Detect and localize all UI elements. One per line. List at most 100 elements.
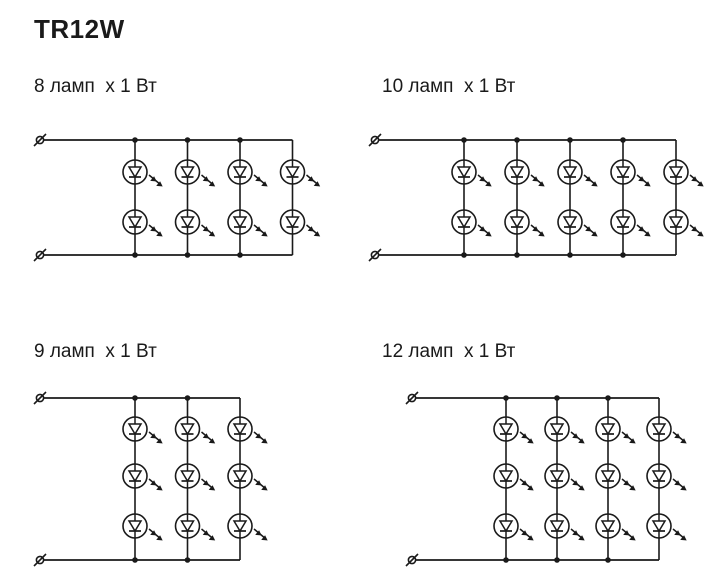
led-icon [493, 513, 519, 539]
junction-dot [503, 395, 509, 401]
led-icon [504, 159, 530, 185]
junction-dot [132, 252, 138, 258]
light-emission-icon [583, 174, 598, 187]
led-icon [544, 463, 570, 489]
led-icon [557, 159, 583, 185]
light-emission-icon [519, 431, 534, 444]
light-emission-icon [477, 174, 492, 187]
led-icon [451, 159, 477, 185]
led-icon [663, 209, 689, 235]
terminal-slash [405, 553, 419, 567]
led-icon [174, 209, 201, 235]
light-emission-icon [148, 431, 163, 444]
light-emission-icon [148, 224, 163, 237]
led-icon [595, 463, 621, 489]
light-emission-icon [530, 174, 545, 187]
page-title: TR12W [34, 14, 125, 44]
led-icon [544, 513, 570, 539]
led-icon [493, 463, 519, 489]
junction-dot [620, 252, 626, 258]
junction-dot [184, 137, 191, 143]
circuit-diagram-1 [33, 133, 321, 262]
junction-dot [132, 137, 138, 143]
light-emission-icon [621, 431, 636, 444]
terminal-slash [33, 391, 47, 405]
junction-dot [567, 252, 573, 258]
diagram-label-9-lamps: 9 ламп x 1 Вт [34, 341, 157, 362]
light-emission-icon [583, 224, 598, 237]
led-icon [122, 463, 148, 489]
led-icon [174, 463, 201, 489]
light-emission-icon [636, 174, 651, 187]
led-icon [595, 513, 621, 539]
junction-dot [514, 137, 520, 143]
junction-dot [132, 557, 138, 563]
led-icon [227, 209, 253, 235]
junction-dot [237, 137, 243, 143]
light-emission-icon [253, 174, 268, 187]
junction-dot [461, 252, 467, 258]
light-emission-icon [201, 478, 216, 491]
led-icon [610, 159, 636, 185]
led-icon [122, 513, 148, 539]
junction-dot [605, 395, 611, 401]
light-emission-icon [253, 528, 268, 541]
light-emission-icon [477, 224, 492, 237]
junction-dot [132, 395, 138, 401]
light-emission-icon [253, 431, 268, 444]
diagram-label-10-lamps: 10 ламп x 1 Вт [382, 76, 516, 97]
light-emission-icon [148, 528, 163, 541]
junction-dot [461, 137, 467, 143]
light-emission-icon [306, 174, 321, 187]
led-icon [227, 416, 253, 442]
light-emission-icon [201, 224, 216, 237]
led-icon [227, 159, 253, 185]
light-emission-icon [201, 528, 216, 541]
light-emission-icon [570, 431, 585, 444]
junction-dot [503, 557, 509, 563]
led-icon [279, 159, 306, 185]
junction-dot [567, 137, 573, 143]
light-emission-icon [689, 224, 704, 237]
light-emission-icon [519, 478, 534, 491]
led-icon [451, 209, 477, 235]
junction-dot [554, 395, 560, 401]
light-emission-icon [253, 478, 268, 491]
junction-dot [184, 252, 191, 258]
led-icon [122, 209, 148, 235]
light-emission-icon [636, 224, 651, 237]
junction-dot [514, 252, 520, 258]
led-icon [610, 209, 636, 235]
led-icon [646, 416, 672, 442]
light-emission-icon [148, 174, 163, 187]
terminal-slash [33, 553, 47, 567]
light-emission-icon [621, 478, 636, 491]
junction-dot [237, 252, 243, 258]
light-emission-icon [570, 478, 585, 491]
circuit-diagram-3 [33, 391, 268, 567]
light-emission-icon [672, 478, 687, 491]
light-emission-icon [201, 174, 216, 187]
led-icon [557, 209, 583, 235]
light-emission-icon [306, 224, 321, 237]
terminal-slash [405, 391, 419, 405]
light-emission-icon [530, 224, 545, 237]
light-emission-icon [689, 174, 704, 187]
diagram-label-8-lamps: 8 ламп x 1 Вт [34, 76, 157, 97]
light-emission-icon [201, 431, 216, 444]
junction-dot [605, 557, 611, 563]
light-emission-icon [519, 528, 534, 541]
terminal-slash [368, 133, 382, 147]
led-icon [122, 416, 148, 442]
led-icon [227, 463, 253, 489]
led-icon [663, 159, 689, 185]
light-emission-icon [672, 528, 687, 541]
light-emission-icon [570, 528, 585, 541]
circuit-diagram-4 [405, 391, 687, 567]
junction-dot [184, 395, 191, 401]
led-icon [174, 159, 201, 185]
led-icon [504, 209, 530, 235]
terminal-slash [368, 248, 382, 262]
circuit-diagram-2 [368, 133, 704, 262]
